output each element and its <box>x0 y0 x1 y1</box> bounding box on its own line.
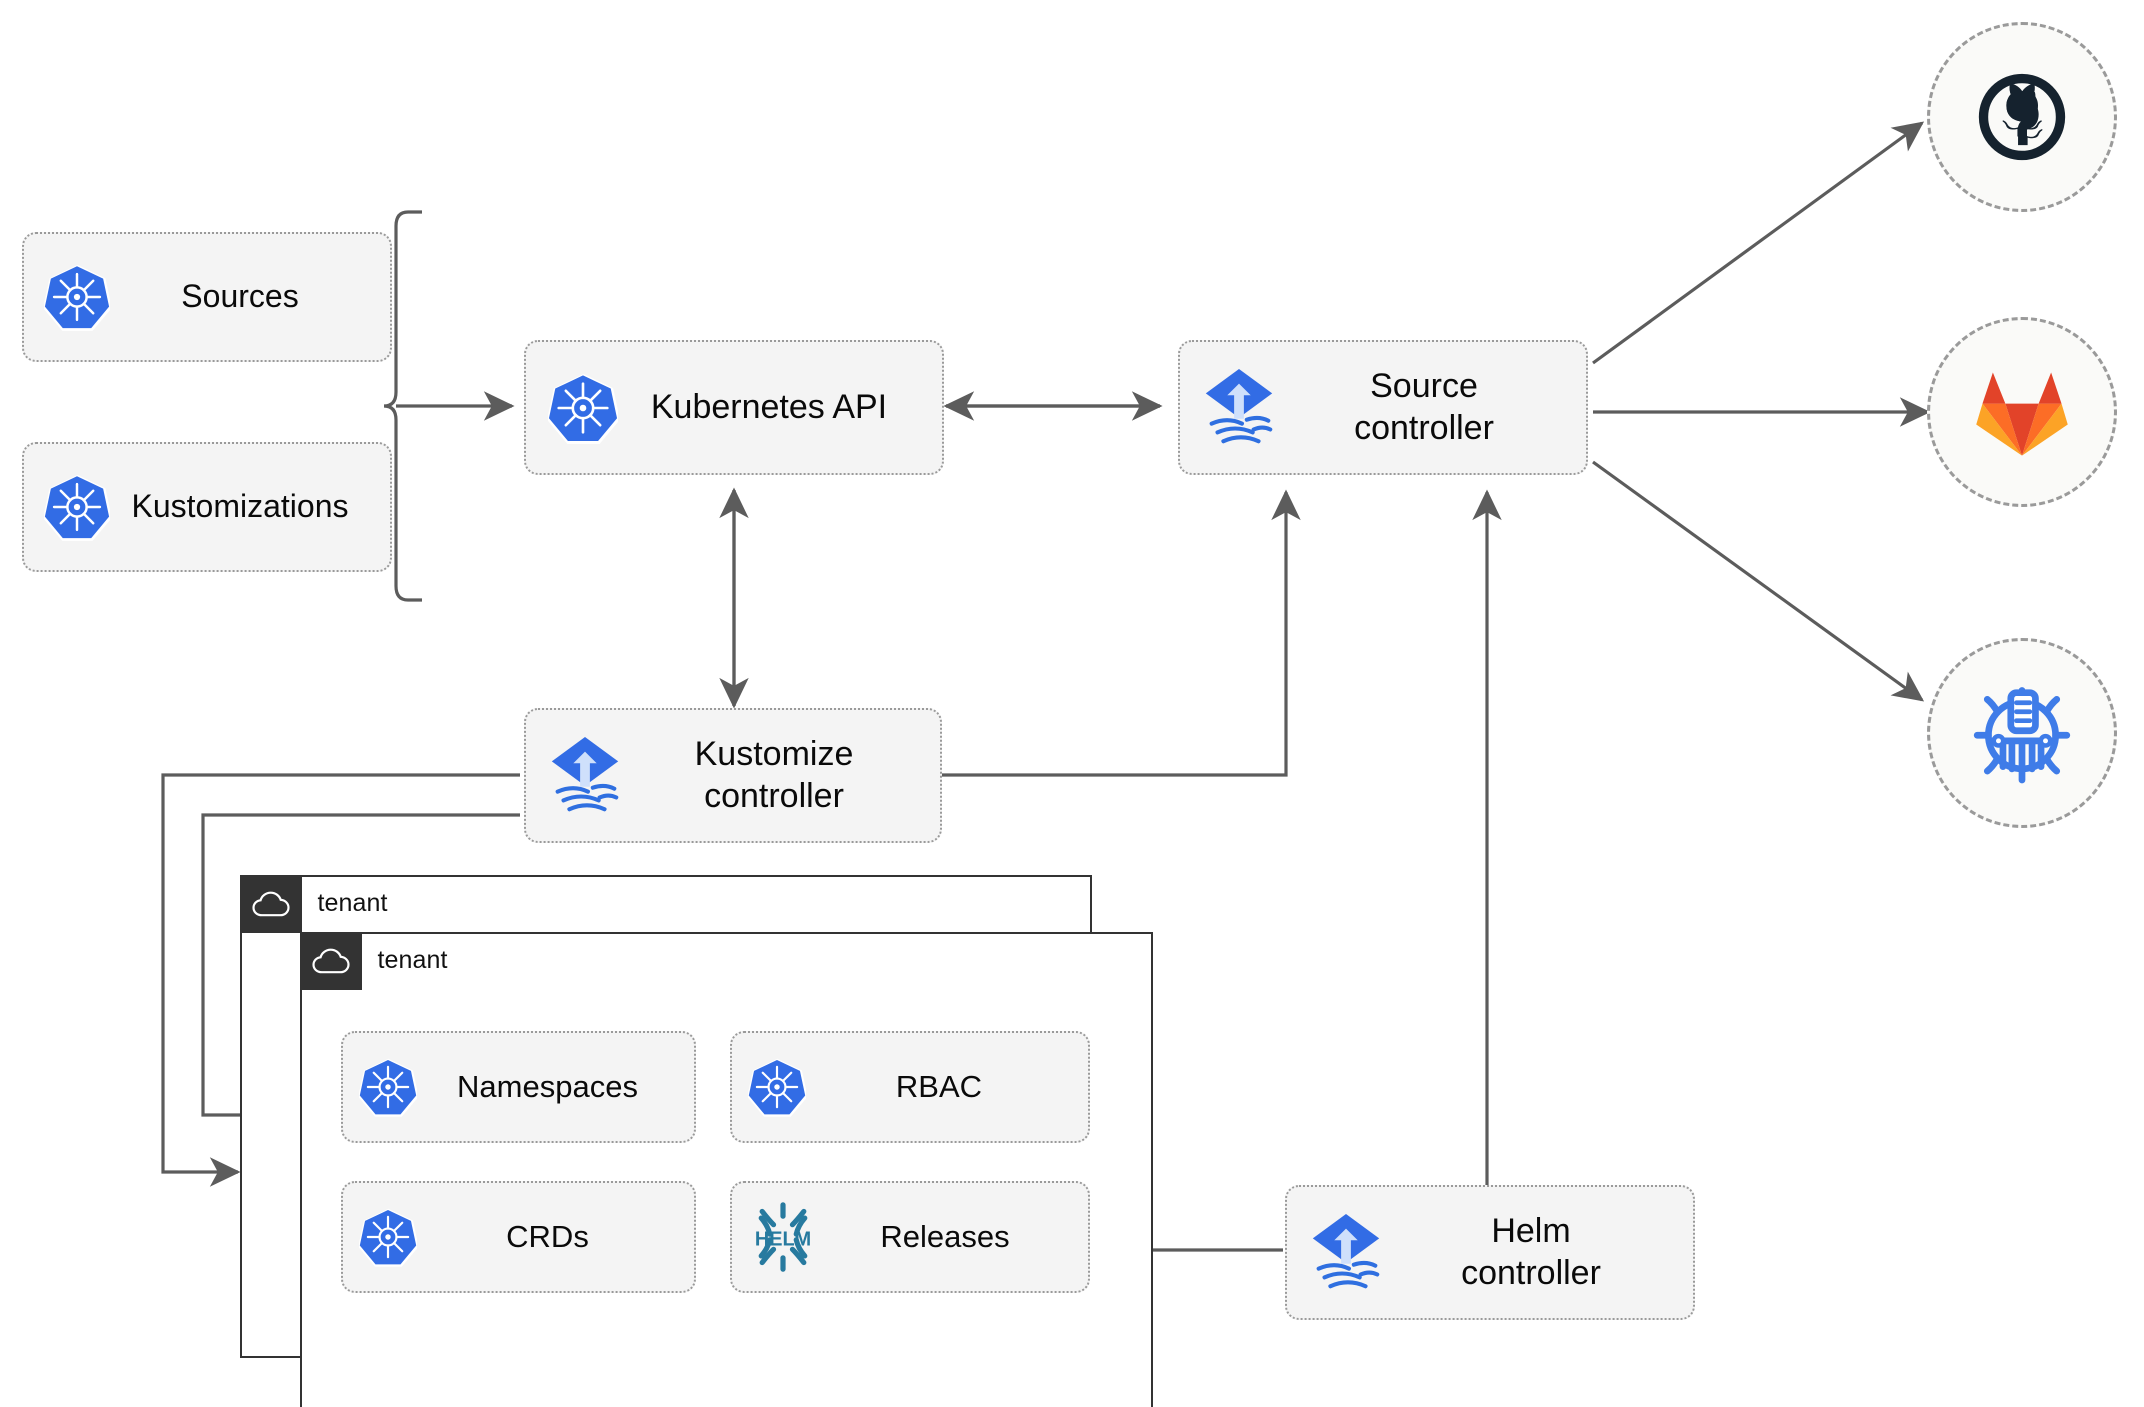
kubernetes-icon <box>44 472 110 542</box>
endpoint-gitlab[interactable] <box>1927 317 2117 507</box>
node-label: Helm controller <box>1461 1212 1601 1292</box>
node-sources[interactable]: Sources <box>22 232 392 362</box>
node-label: CRDs <box>506 1219 589 1255</box>
edge-source-to-helm-repo <box>1592 460 1925 702</box>
flux-icon <box>1198 363 1280 453</box>
node-label: Source controller <box>1354 367 1494 447</box>
node-label: Releases <box>880 1219 1010 1255</box>
node-label: Kustomizations <box>131 488 349 525</box>
svg-text:HELM: HELM <box>755 1229 811 1251</box>
kubernetes-icon <box>748 1056 806 1118</box>
node-label: Kubernetes API <box>650 387 888 426</box>
node-kubernetes-api[interactable]: Kubernetes API <box>524 340 944 475</box>
node-namespaces[interactable]: Namespaces <box>341 1031 696 1143</box>
edge-source-to-github <box>1592 121 1925 365</box>
kubernetes-icon <box>359 1056 417 1118</box>
cloud-icon <box>239 874 302 933</box>
node-releases[interactable]: HELM Releases <box>730 1181 1090 1293</box>
tenant-container-inner: tenant <box>299 931 1153 1407</box>
node-helm-controller[interactable]: Helm controller <box>1285 1185 1695 1320</box>
node-label: RBAC <box>895 1069 983 1105</box>
node-label: Kustomize controller <box>694 735 854 815</box>
kubernetes-icon <box>548 371 618 445</box>
flux-icon <box>1305 1208 1387 1298</box>
tenant-label: tenant <box>317 889 388 917</box>
endpoint-helm-repository[interactable] <box>1927 638 2117 828</box>
tenant-header-inner: tenant <box>299 931 448 990</box>
node-rbac[interactable]: RBAC <box>730 1031 1090 1143</box>
node-crds[interactable]: CRDs <box>341 1181 696 1293</box>
tenant-header-outer: tenant <box>239 874 388 933</box>
helm-repository-icon <box>1973 687 2071 784</box>
gitlab-icon <box>1976 372 2068 456</box>
node-kustomize-controller[interactable]: Kustomize controller <box>524 708 942 843</box>
kubernetes-icon <box>359 1206 417 1268</box>
node-kustomizations[interactable]: Kustomizations <box>22 442 392 572</box>
node-source-controller[interactable]: Source controller <box>1178 340 1588 475</box>
helm-icon: HELM <box>748 1199 818 1275</box>
flux-icon <box>544 731 626 821</box>
node-label: Namespaces <box>457 1069 638 1105</box>
tenant-label: tenant <box>377 946 448 974</box>
endpoint-github[interactable] <box>1927 22 2117 212</box>
cloud-icon <box>299 931 362 990</box>
node-label: Sources <box>181 278 299 315</box>
edge-kustomize-to-source <box>942 489 1301 777</box>
kubernetes-icon <box>44 262 110 332</box>
github-icon <box>1978 73 2066 161</box>
